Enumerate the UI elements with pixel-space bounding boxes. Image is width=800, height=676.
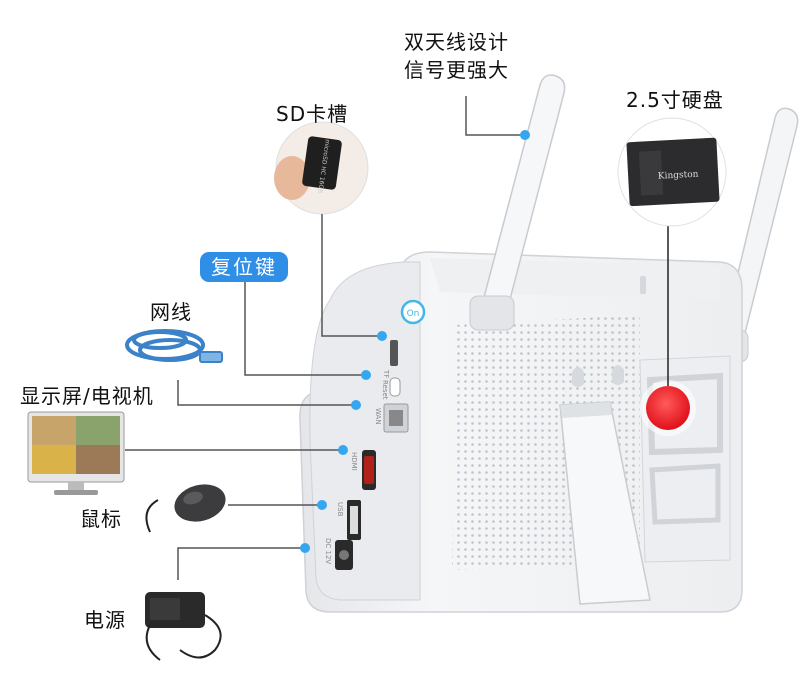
port-panel: On TF Reset WAN HDMI USB DC 12V bbox=[324, 299, 426, 570]
svg-text:USB: USB bbox=[336, 502, 344, 517]
sd-card-image bbox=[302, 136, 342, 190]
mouse-icon bbox=[145, 484, 226, 533]
monitor-icon bbox=[27, 411, 125, 495]
sd-callout: microSD HC 16GB bbox=[274, 121, 369, 215]
power-label: 电源 bbox=[84, 608, 126, 632]
svg-text:TF: TF bbox=[382, 369, 390, 378]
device-stand bbox=[559, 401, 651, 605]
hdd-brand-text: Kingston bbox=[658, 170, 699, 182]
power-button[interactable] bbox=[400, 299, 426, 325]
svg-text:DC 12V: DC 12V bbox=[324, 538, 332, 564]
antenna-label-line1: 双天线设计 bbox=[404, 30, 509, 54]
svg-text:WAN: WAN bbox=[374, 408, 382, 425]
antenna-label-line2: 信号更强大 bbox=[404, 58, 509, 82]
svg-text:HDMI: HDMI bbox=[350, 452, 358, 471]
sd-slot-label: SD卡槽 bbox=[276, 102, 349, 126]
network-cable-label: 网线 bbox=[150, 300, 192, 324]
hdd-callout: Kingston bbox=[617, 117, 727, 227]
hdd-indicator bbox=[640, 205, 696, 436]
reset-hole bbox=[389, 377, 401, 397]
reset-key-label: 复位键 bbox=[200, 252, 288, 282]
power-button-text: On bbox=[407, 309, 420, 319]
hdd-label: 2.5寸硬盘 bbox=[626, 88, 724, 112]
mouse-label: 鼠标 bbox=[80, 507, 122, 531]
connector-dots bbox=[300, 130, 530, 553]
display-label: 显示屏/电视机 bbox=[20, 384, 154, 408]
antenna-label: 双天线设计 信号更强大 bbox=[404, 28, 509, 84]
antenna-left bbox=[469, 74, 566, 331]
leader-lines bbox=[125, 96, 525, 580]
power-adapter-icon bbox=[145, 592, 222, 661]
network-cable-icon bbox=[125, 329, 223, 363]
tf-slot bbox=[390, 340, 398, 366]
svg-text:Reset: Reset bbox=[381, 380, 389, 400]
